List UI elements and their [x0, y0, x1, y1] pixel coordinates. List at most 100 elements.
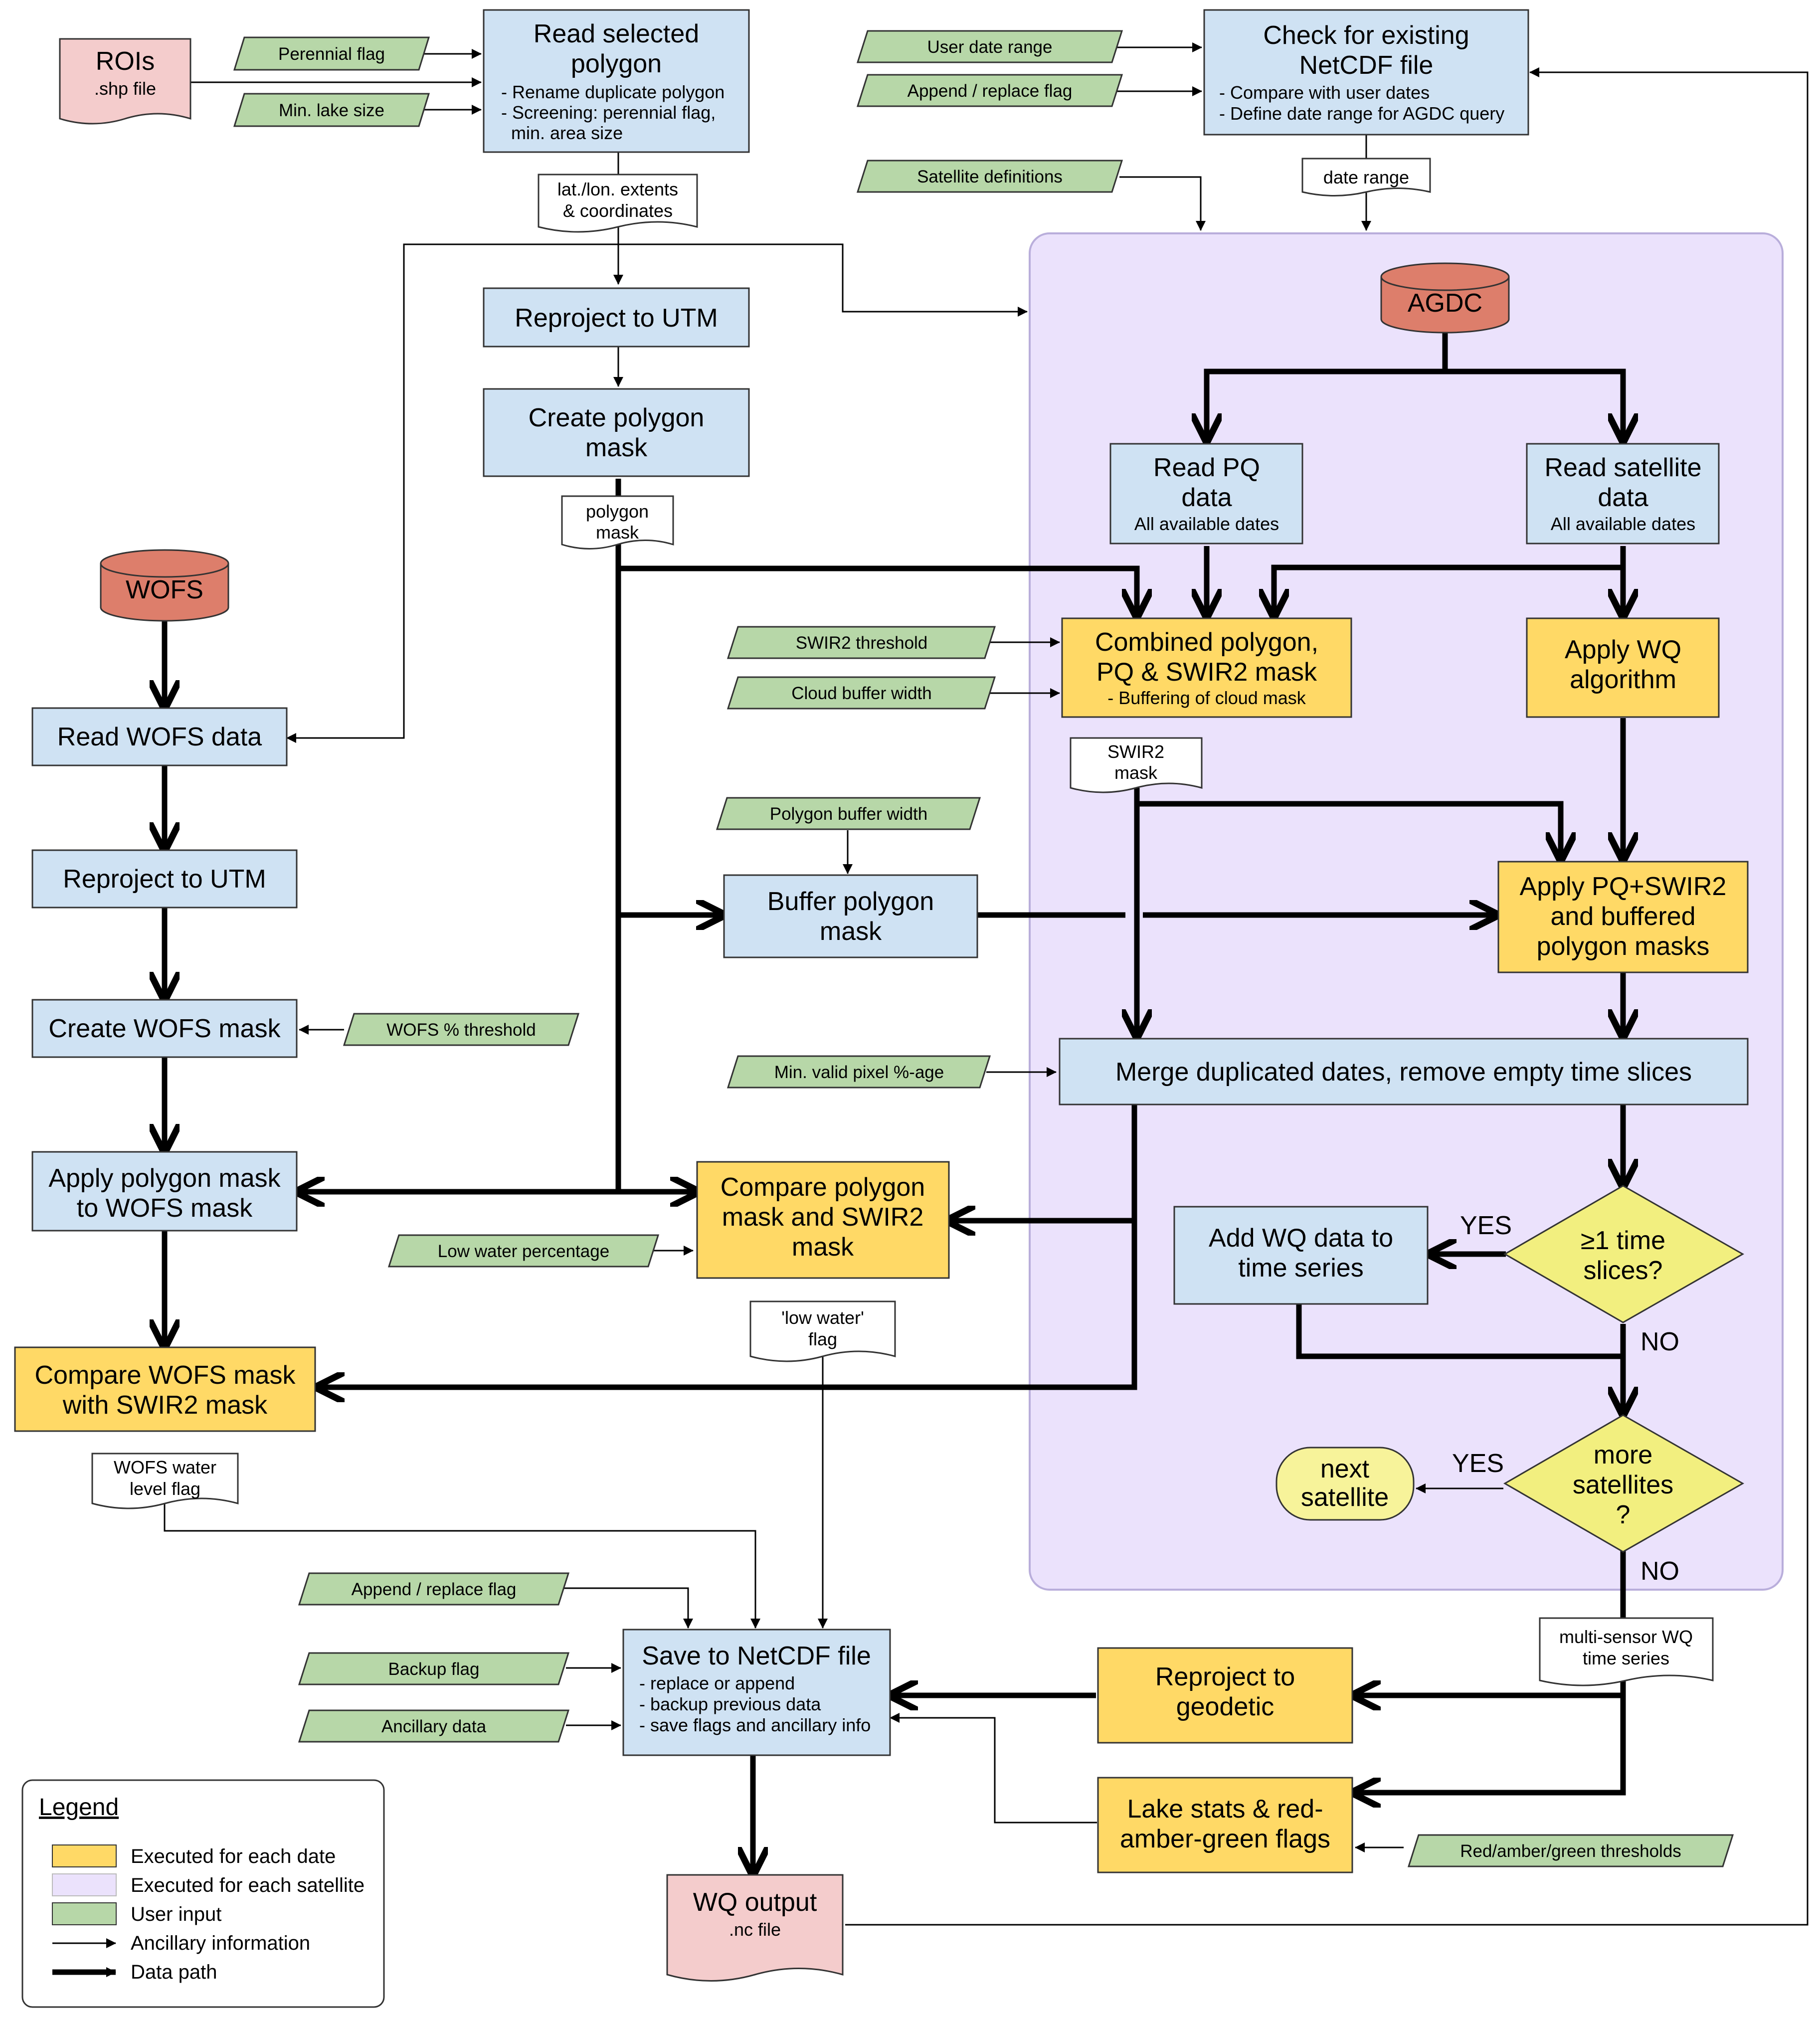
svg-text:level flag: level flag: [130, 1478, 200, 1499]
svg-text:Low water percentage: Low water percentage: [438, 1242, 609, 1261]
svg-text:date range: date range: [1323, 167, 1409, 187]
svg-text:Apply PQ+SWIR2: Apply PQ+SWIR2: [1520, 872, 1727, 901]
svg-text:Executed for each satellite: Executed for each satellite: [131, 1874, 364, 1896]
input-ancillary-data: Ancillary data: [298, 1709, 570, 1743]
svg-text:Ancillary information: Ancillary information: [131, 1932, 310, 1954]
input-cloud-buffer-width: Cloud buffer width: [727, 676, 996, 710]
legend-item-ancillary: Ancillary information: [52, 1932, 310, 1954]
doc-wofs-water-level: WOFS water level flag: [91, 1453, 239, 1509]
svg-text:lat./lon. extents: lat./lon. extents: [557, 179, 678, 199]
svg-text:- backup previous data: - backup previous data: [639, 1694, 821, 1714]
doc-low-water: 'low water' flag: [749, 1300, 896, 1362]
rois-file: ROIs .shp file: [59, 38, 191, 125]
doc-multi-sensor: multi-sensor WQ time series: [1539, 1617, 1714, 1686]
svg-text:mask: mask: [792, 1233, 854, 1262]
svg-text:and buffered: and buffered: [1550, 902, 1695, 931]
svg-text:- Buffering of cloud mask: - Buffering of cloud mask: [1107, 688, 1306, 708]
svg-text:flag: flag: [808, 1329, 837, 1349]
svg-text:.nc file: .nc file: [729, 1919, 781, 1940]
input-min-valid-pixel: Min. valid pixel %-age: [727, 1055, 991, 1089]
input-low-water-percentage: Low water percentage: [387, 1234, 660, 1268]
svg-text:to WOFS mask: to WOFS mask: [77, 1194, 253, 1223]
user-inputs: Perennial flag Min. lake size User date …: [233, 30, 1734, 1867]
svg-text:Lake stats & red-: Lake stats & red-: [1127, 1795, 1323, 1824]
merge-dates-box: Merge duplicated dates, remove empty tim…: [1059, 1038, 1749, 1105]
next-satellite-terminal: next satellite: [1275, 1447, 1415, 1521]
svg-text:SWIR2 threshold: SWIR2 threshold: [796, 633, 928, 653]
svg-text:- Compare with user dates: - Compare with user dates: [1219, 82, 1430, 103]
apply-pq-swir2-box: Apply PQ+SWIR2 and buffered polygon mask…: [1497, 861, 1749, 973]
documents: lat./lon. extents & coordinates date ran…: [91, 158, 1714, 1686]
svg-text:multi-sensor WQ: multi-sensor WQ: [1559, 1627, 1693, 1647]
svg-text:polygon: polygon: [571, 49, 662, 78]
svg-text:Create polygon: Create polygon: [529, 403, 705, 432]
svg-text:& coordinates: & coordinates: [563, 200, 673, 221]
svg-text:WQ output: WQ output: [693, 1888, 817, 1917]
reproject-geodetic-box: Reproject to geodetic: [1097, 1647, 1353, 1744]
svg-text:Read satellite: Read satellite: [1544, 453, 1701, 482]
legend-item-per-satellite: Executed for each satellite: [52, 1873, 364, 1896]
svg-text:mask: mask: [585, 433, 648, 462]
svg-text:- Define date range for AGDC q: - Define date range for AGDC query: [1219, 103, 1504, 124]
check-netcdf-box: Check for existing NetCDF file - Compare…: [1203, 9, 1529, 136]
svg-text:Create WOFS mask: Create WOFS mask: [48, 1014, 281, 1043]
svg-text:Min. lake size: Min. lake size: [279, 101, 384, 120]
decision-time-slices: ≥1 time slices?: [1503, 1185, 1745, 1323]
svg-text:Satellite definitions: Satellite definitions: [917, 167, 1063, 186]
svg-text:data: data: [1181, 483, 1232, 512]
svg-text:polygon: polygon: [586, 501, 649, 522]
legend-item-user-input: User input: [52, 1902, 221, 1925]
svg-text:PQ & SWIR2 mask: PQ & SWIR2 mask: [1096, 658, 1317, 687]
svg-text:next: next: [1320, 1455, 1370, 1483]
svg-text:≥1 time: ≥1 time: [1581, 1226, 1665, 1255]
buffer-polygon-box: Buffer polygon mask: [723, 874, 978, 958]
label-yes-time: YES: [1460, 1211, 1512, 1240]
input-append-replace-top: Append / replace flag: [856, 74, 1123, 107]
compare-polygon-swir2-box: Compare polygon mask and SWIR2 mask: [696, 1161, 950, 1279]
svg-text:Reproject to UTM: Reproject to UTM: [63, 865, 266, 894]
svg-text:Backup flag: Backup flag: [388, 1659, 480, 1679]
doc-polygon-mask: polygon mask: [561, 495, 674, 550]
svg-text:WOFS: WOFS: [126, 575, 203, 604]
svg-text:- save flags and ancillary inf: - save flags and ancillary info: [639, 1715, 871, 1735]
svg-text:Reproject to UTM: Reproject to UTM: [515, 304, 718, 333]
svg-text:satellite: satellite: [1301, 1483, 1389, 1512]
svg-text:data: data: [1598, 483, 1648, 512]
svg-text:AGDC: AGDC: [1408, 289, 1482, 318]
read-pq-box: Read PQ data All available dates: [1109, 443, 1303, 545]
input-backup-flag: Backup flag: [298, 1652, 570, 1685]
create-wofs-mask-box: Create WOFS mask: [31, 999, 298, 1058]
svg-text:Check for existing: Check for existing: [1263, 21, 1469, 50]
input-wofs-threshold: WOFS % threshold: [343, 1013, 580, 1046]
label-no-sat: NO: [1640, 1557, 1679, 1586]
save-netcdf-box: Save to NetCDF file - replace or append …: [622, 1629, 891, 1756]
svg-text:Ancillary data: Ancillary data: [381, 1717, 487, 1736]
read-polygon-box: Read selected polygon - Rename duplicate…: [483, 9, 750, 153]
svg-text:Red/amber/green thresholds: Red/amber/green thresholds: [1460, 1841, 1681, 1861]
input-min-lake-size: Min. lake size: [233, 93, 430, 127]
svg-text:Append / replace flag: Append / replace flag: [908, 81, 1073, 101]
svg-text:.shp file: .shp file: [94, 78, 156, 99]
svg-text:ROIs: ROIs: [96, 47, 155, 76]
label-yes-sat: YES: [1452, 1449, 1504, 1478]
legend-title: Legend: [39, 1794, 119, 1821]
svg-text:amber-green flags: amber-green flags: [1120, 1825, 1330, 1853]
svg-text:Cloud buffer width: Cloud buffer width: [791, 684, 931, 703]
svg-text:Add WQ data to: Add WQ data to: [1209, 1224, 1393, 1253]
reproject-utm-box-2: Reproject to UTM: [31, 849, 298, 909]
svg-text:Reproject to: Reproject to: [1155, 1662, 1295, 1691]
input-rag-thresholds: Red/amber/green thresholds: [1407, 1834, 1734, 1867]
svg-text:Perennial flag: Perennial flag: [278, 44, 385, 64]
legend: Legend Executed for each date Executed f…: [21, 1779, 385, 2008]
svg-text:geodetic: geodetic: [1176, 1692, 1274, 1721]
compare-wofs-box: Compare WOFS mask with SWIR2 mask: [14, 1346, 316, 1432]
svg-text:mask: mask: [596, 522, 639, 543]
reproject-utm-box-1: Reproject to UTM: [483, 287, 750, 348]
apply-polygon-mask-box: Apply polygon mask to WOFS mask: [31, 1151, 298, 1232]
input-append-replace-bottom: Append / replace flag: [298, 1572, 570, 1606]
agdc-database: AGDC: [1380, 262, 1510, 334]
svg-text:All available dates: All available dates: [1551, 514, 1695, 534]
svg-text:WOFS % threshold: WOFS % threshold: [386, 1020, 536, 1040]
doc-date-range: date range: [1301, 158, 1431, 196]
legend-item-per-date: Executed for each date: [52, 1844, 336, 1867]
